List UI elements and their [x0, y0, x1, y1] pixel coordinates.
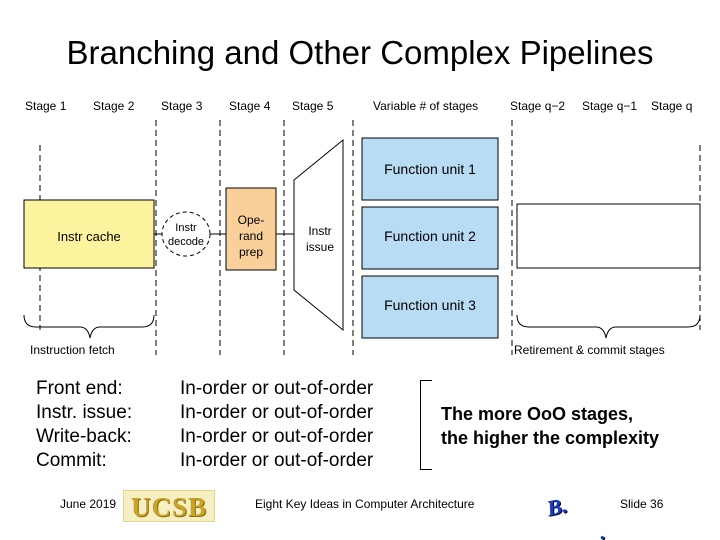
instr-cache-label: Instr cache [57, 229, 121, 244]
instr-issue-label-1: Instr [308, 224, 331, 238]
stage-label-1: Stage 1 [25, 99, 67, 113]
stage-label-3: Stage 3 [161, 99, 203, 113]
function-unit-1-label: Function unit 1 [384, 161, 476, 177]
stage-label-5: Stage 5 [292, 99, 334, 113]
policy-label-column: Front end: Instr. issue: Write-back: Com… [36, 377, 132, 473]
commit-label: Commit: [36, 450, 107, 471]
instruction-fetch-label: Instruction fetch [30, 343, 115, 357]
pipeline-diagram: Stage 1 Stage 2 Stage 3 Stage 4 Stage 5 … [23, 99, 701, 357]
author-logo: B. Parhami [525, 492, 608, 540]
instr-issue-block [293, 138, 344, 332]
operand-prep-label-3: prep [239, 245, 263, 259]
instr-issue-label-2: issue [306, 240, 334, 254]
slide-title: Branching and Other Complex Pipelines [66, 34, 654, 71]
complexity-note: The more OoO stages, the higher the comp… [441, 402, 659, 450]
operand-prep-block [225, 187, 277, 271]
complexity-note-line-2: the higher the complexity [441, 428, 660, 448]
write-back-value: In-order or out-of-order [180, 426, 374, 447]
note-bracket [420, 380, 432, 470]
function-unit-2-block [361, 206, 499, 270]
front-end-value: In-order or out-of-order [180, 378, 374, 399]
operand-prep-label-2: rand [239, 229, 263, 243]
stage-label-2: Stage 2 [93, 99, 135, 113]
function-unit-1-block [361, 137, 499, 201]
footer-date: June 2019 [60, 497, 117, 511]
function-unit-3-block [361, 275, 499, 339]
instr-issue-value: In-order or out-of-order [180, 402, 374, 423]
commit-value: In-order or out-of-order [180, 450, 374, 471]
stage-label-q-1: Stage q−1 [582, 99, 637, 113]
front-end-label: Front end: [36, 378, 123, 399]
stage-label-variable: Variable # of stages [373, 99, 478, 113]
operand-prep-label-1: Ope- [238, 213, 265, 227]
retirement-block [516, 203, 701, 269]
footer-book-title: Eight Key Ideas in Computer Architecture [255, 497, 475, 511]
stage-label-4: Stage 4 [229, 99, 271, 113]
stage-label-q-2: Stage q−2 [510, 99, 565, 113]
instr-decode-block [161, 211, 211, 257]
instr-decode-label-2: decode [168, 236, 204, 248]
policy-value-column: In-order or out-of-order In-order or out… [180, 377, 373, 473]
write-back-label: Write-back: [36, 426, 132, 447]
instruction-fetch-brace [23, 314, 155, 339]
retirement-brace [516, 314, 701, 339]
function-unit-3-label: Function unit 3 [384, 297, 476, 313]
instr-issue-label: Instr. issue: [36, 402, 133, 423]
complexity-note-line-1: The more OoO stages, [441, 404, 634, 424]
instr-decode-label-1: Instr [175, 222, 197, 234]
ucsb-logo: UCSB [123, 490, 215, 522]
slide-number: Slide 36 [620, 497, 664, 511]
function-unit-2-label: Function unit 2 [384, 228, 476, 244]
stage-label-q: Stage q [651, 99, 692, 113]
retirement-label: Retirement & commit stages [514, 343, 665, 357]
